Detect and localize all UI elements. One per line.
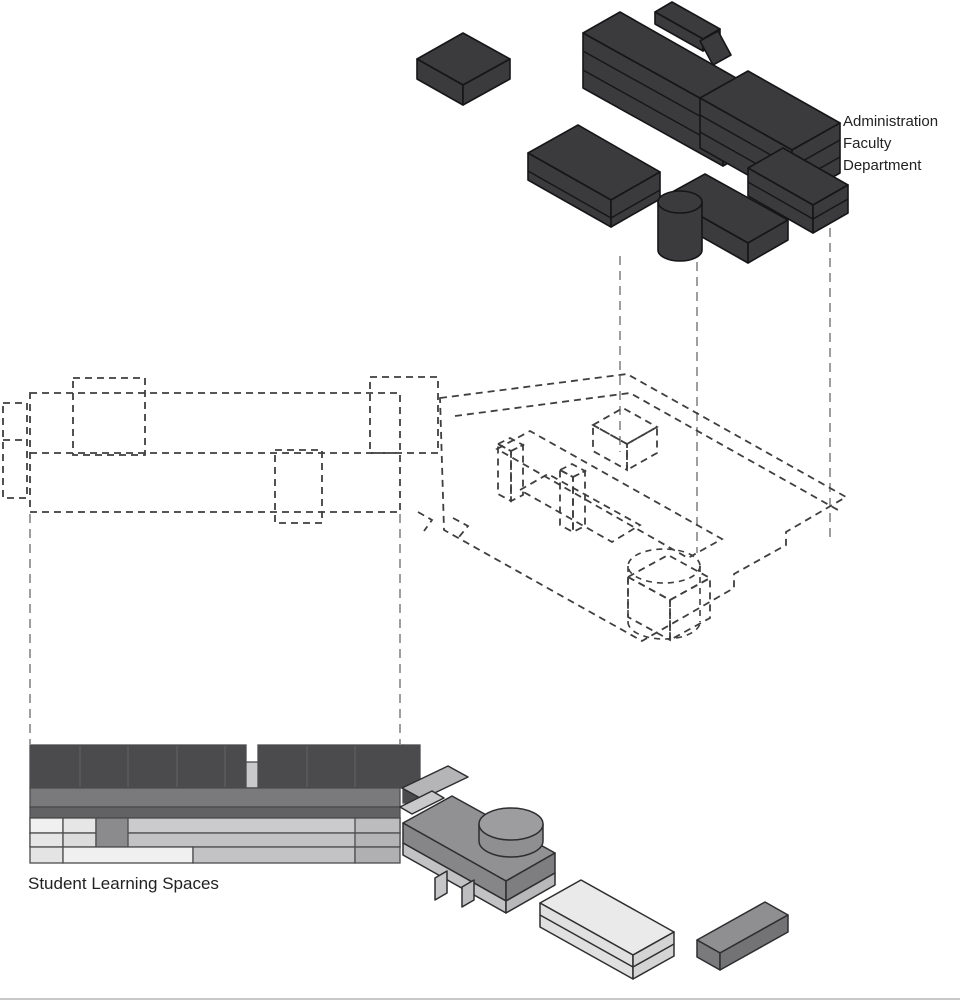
student-row-3a — [29, 846, 64, 864]
admin-label-line-3: Department — [843, 157, 922, 174]
student-row-3d — [354, 846, 401, 864]
admin-cylinder — [657, 190, 703, 262]
student-row-3b — [62, 846, 194, 864]
admin-cluster — [416, 1, 849, 264]
student-iso-wing — [399, 765, 556, 914]
wire-lower-box — [626, 553, 712, 642]
student-wing-step — [399, 790, 445, 815]
student-underslab-right — [505, 872, 556, 914]
student-cell-white-1 — [29, 817, 64, 834]
wire-pier-2 — [558, 462, 587, 534]
student-roof-gap-strip — [245, 761, 259, 789]
student-tab-2 — [461, 879, 475, 908]
student-band-dark — [29, 806, 401, 819]
wire-pier-1 — [496, 436, 525, 503]
student-label: Student Learning Spaces — [28, 874, 219, 893]
student-detached-light-box — [539, 879, 675, 980]
student-row-1-right — [354, 817, 401, 834]
wire-iso-slab-outline — [439, 373, 848, 643]
student-cell-gray — [95, 817, 129, 848]
admin-label-line-2: Faculty — [843, 135, 892, 152]
wire-cube — [591, 406, 659, 472]
admin-small-block — [416, 32, 511, 106]
student-cylinder-disk — [478, 807, 544, 858]
student-row-3c — [192, 846, 356, 864]
admin-lower-right-bar — [747, 147, 849, 234]
admin-top-strip — [654, 1, 732, 66]
student-cell-white-2 — [62, 817, 97, 834]
leader-lines — [29, 198, 831, 744]
student-band-medium — [29, 787, 401, 808]
student-cell-white-3 — [29, 832, 64, 848]
student-detached-gray-bar — [696, 901, 789, 971]
student-roof-divisions — [79, 746, 356, 787]
student-roof-band — [29, 744, 421, 804]
student-tab-1 — [434, 870, 448, 901]
admin-label: Administration Faculty Department — [843, 113, 938, 174]
admin-strip-bridge — [699, 30, 732, 66]
student-wing-back-slab — [401, 765, 469, 800]
wire-inner-bar-1 — [495, 429, 724, 560]
admin-label-line-1: Administration — [843, 113, 938, 130]
wire-iso-inner-edge — [454, 392, 839, 511]
wire-roof-box-left — [72, 377, 146, 456]
wire-chevron-1 — [417, 511, 434, 532]
student-cluster — [29, 744, 789, 980]
student-cell-white-4 — [62, 832, 97, 848]
wire-chevron-2 — [452, 517, 470, 538]
wire-roof-box-right — [369, 376, 439, 454]
wire-inner-bar-2 — [518, 472, 642, 544]
wire-end-box — [2, 402, 28, 499]
wire-cylinder — [627, 548, 701, 640]
student-row-2-right — [354, 832, 401, 848]
admin-left-slab — [527, 124, 661, 228]
wireframe-layer — [2, 373, 848, 643]
